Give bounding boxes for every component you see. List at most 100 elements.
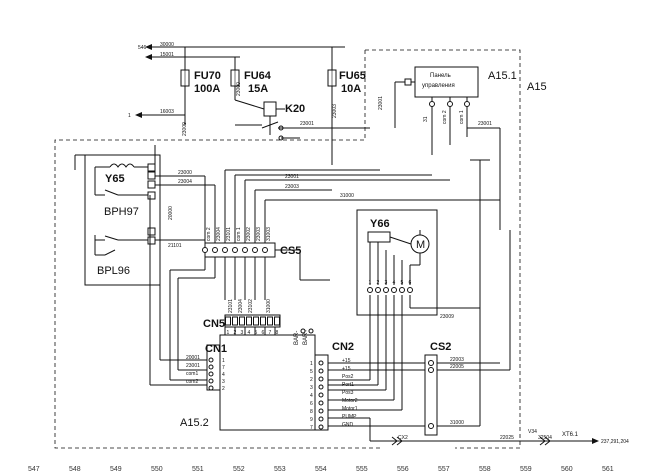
wire-23003-cs5-label: 23003 [285, 184, 299, 190]
wire-23009-motor-label: 23009 [440, 314, 454, 320]
grid-number: 547 [28, 466, 40, 473]
cs5-pin-label: 31003 [266, 227, 272, 241]
grid-number: 550 [151, 466, 163, 473]
cs5-pin [242, 247, 248, 253]
y66-pin-number: 1 [369, 280, 372, 286]
wire-22005-label: 22005 [450, 364, 464, 370]
motor-box [356, 209, 438, 316]
cn5-pin-number: 7 [269, 330, 272, 336]
grid-number: 551 [192, 466, 204, 473]
cn2-pin [318, 368, 324, 374]
cn2-pin-label: PUMP [342, 414, 357, 420]
y66-pin [383, 287, 389, 293]
cn2-pin-number: 5 [310, 369, 313, 375]
cs5-pin [222, 247, 228, 253]
cn2-pin-label: Pos3 [342, 390, 354, 396]
cn2-pin-number: 2 [310, 377, 313, 383]
relay-k20-coil-icon [263, 101, 277, 117]
wire-21101-label: 21101 [168, 243, 182, 249]
cn2-pin [318, 400, 324, 406]
cs5-pin-label: 23004 [216, 227, 222, 241]
fuse-fu65-name: FU65 [339, 70, 366, 82]
wire-23001-right-label: 23001 [478, 121, 492, 127]
cn2-pin-number: 6 [310, 401, 313, 407]
cn2-pin-number: 3 [310, 385, 313, 391]
sensor-bpl96-contact-icon [104, 249, 116, 256]
fuse-fu65-rating: 10A [341, 83, 361, 95]
y66-pin-number: 4 [393, 280, 396, 286]
y66-pin-number: 2 [377, 280, 380, 286]
cn5-pin-number: 3 [241, 330, 244, 336]
cn2-pin-label: Motor2 [342, 398, 358, 404]
grid-number: 558 [479, 466, 491, 473]
cn1-pin-number: 4 [222, 372, 225, 378]
relay-k20-label: K20 [285, 103, 305, 115]
cn5-pin-number: 1 [227, 330, 230, 336]
wire-22025-label: 22025 [500, 435, 514, 441]
grid-number: 553 [274, 466, 286, 473]
cn5-pin [260, 316, 266, 326]
y66-pin [407, 287, 413, 293]
wire-546-label: 546 [138, 45, 147, 51]
bar-minus-label: BAR- [294, 331, 300, 345]
panel-pin-com1: com 1 [459, 110, 465, 124]
connector-cn5-label: CN5 [203, 318, 225, 330]
y66-pin [367, 287, 373, 293]
wire-30000-label: 30000 [160, 42, 174, 48]
cn2-pin-number: 7 [310, 425, 313, 431]
grid-number: 548 [69, 466, 81, 473]
sensor-bpl96-switch-icon [104, 235, 119, 241]
wire-31000-cs2-label: 31000 [450, 420, 464, 426]
grid-number: 557 [438, 466, 450, 473]
cs5-pin-label: 23002 [246, 227, 252, 241]
terminal-ref-label: V34 [528, 429, 537, 435]
wire-23000-sensor-label: 23000 [178, 170, 192, 176]
cn1-pin-label: 20001 [186, 355, 200, 361]
connector-cn1-label: CN1 [205, 343, 227, 355]
wire-1-label: 1 [128, 113, 131, 119]
cn2-pin-number: 1 [310, 361, 313, 367]
cs5-pin [262, 247, 268, 253]
panel-block-label: A15.1 [488, 70, 517, 82]
cn2-pin [318, 376, 324, 382]
grid-number: 561 [602, 466, 614, 473]
wire-20000-label: 20000 [168, 206, 174, 220]
cn2-pin [318, 360, 324, 366]
arrow-icon [145, 54, 152, 60]
y66-pin-number: 6 [409, 280, 412, 286]
cn5-wire-1: 23101 [228, 299, 234, 313]
connector-cs2 [424, 354, 438, 436]
cs5-pin-label: com 2 [206, 227, 212, 241]
cn1-pin-label: com2 [186, 379, 198, 385]
cn2-pin-number: 9 [310, 417, 313, 423]
wire-23003-label: 23003 [332, 104, 338, 118]
cn1-pin-number: 7 [222, 365, 225, 371]
cn2-pin [318, 408, 324, 414]
cn5-pin-number: 6 [262, 330, 265, 336]
cn2-pin [318, 416, 324, 422]
connector-cn2-label: CN2 [332, 341, 354, 353]
wire-23000-label: 23000 [236, 82, 242, 96]
a15-boundary [365, 49, 521, 449]
cn2-pin [318, 424, 324, 430]
cs5-pin [232, 247, 238, 253]
a15-top-branch [54, 50, 380, 449]
cn1-pin-label: 23001 [186, 363, 200, 369]
cn5-wire-2: 23004 [238, 299, 244, 313]
wire-15001-label: 15001 [160, 52, 174, 58]
cn5-wire-3: 23102 [248, 299, 254, 313]
terminal-xt6-icon [539, 436, 551, 446]
cn1-pin [208, 364, 214, 370]
panel-pin-31: 31 [423, 116, 429, 122]
wire-32504-label: 32504 [538, 435, 552, 441]
cn5-pin [253, 316, 259, 326]
cn5-wire-4: 31000 [266, 299, 272, 313]
cn5-pin-number: 4 [248, 330, 251, 336]
cn5-pin [225, 316, 231, 326]
fuse-fu64-rating: 15A [248, 83, 268, 95]
cn1-pin-number: 3 [222, 379, 225, 385]
cn2-pin-label: GND [342, 422, 354, 428]
wire-22003-label: 22003 [450, 357, 464, 363]
wire-23001-cs5-label: 23001 [285, 174, 299, 180]
